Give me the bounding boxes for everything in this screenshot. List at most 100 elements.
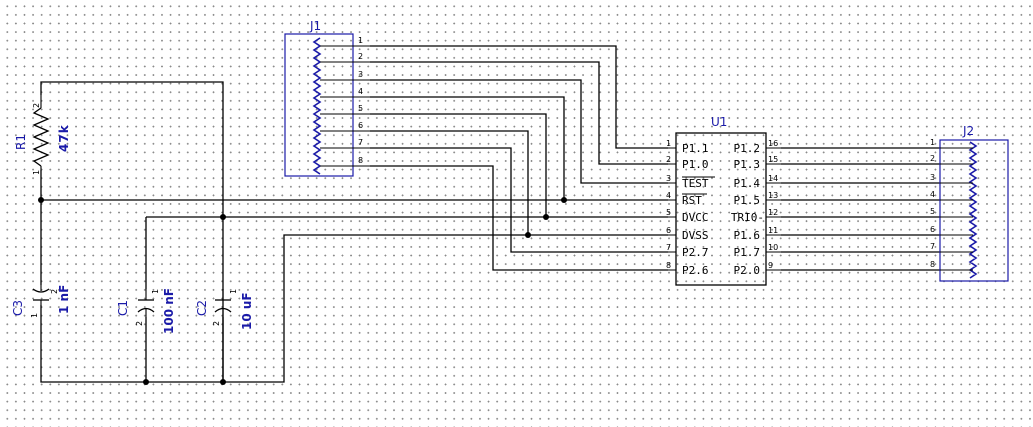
c2-pin-bottom: 2 — [212, 321, 221, 326]
u1-pin-num: 14 — [768, 174, 778, 183]
c2-pin-top: 1 — [229, 289, 238, 294]
junction-dot — [543, 214, 549, 220]
u1-pin-num: 6 — [666, 226, 671, 235]
u1-pin-num: 2 — [666, 155, 671, 164]
u1-pin-name: P2.6 — [682, 264, 709, 277]
c1-pin-top: 1 — [151, 289, 160, 294]
u1-pin-num: 7 — [666, 243, 671, 252]
ic-u1[interactable]: U1 1 2 3 4 5 6 7 8 P1.1 P1.0 TEST RST DV… — [660, 115, 781, 286]
u1-pin-name: P2.7 — [682, 246, 709, 259]
u1-pin-name: P1.2 — [734, 142, 761, 155]
u1-pin-num: 4 — [666, 191, 671, 200]
j2-pin-num: 5 — [930, 207, 935, 216]
u1-pin-num: 16 — [768, 139, 778, 148]
u1-ref: U1 — [711, 115, 727, 129]
u1-pin-num: 9 — [768, 261, 773, 270]
capacitor-c2[interactable]: 1 2 C2 10 uF — [195, 289, 254, 330]
u1-pin-num: 13 — [768, 191, 778, 200]
connector-j1[interactable]: J1 1 2 3 4 5 6 7 8 — [284, 19, 370, 177]
junction-dot — [561, 197, 567, 203]
j2-pin-num: 7 — [930, 242, 935, 251]
wire-j1-6 — [370, 130, 529, 235]
j2-pin-num: 1 — [930, 138, 935, 147]
c3-value: 1 nF — [57, 285, 71, 314]
j2-pins — [940, 147, 973, 271]
wires — [40, 45, 940, 383]
r1-pin-bottom: 1 — [32, 170, 41, 175]
j1-zigzag — [312, 37, 322, 175]
wire-j1-5 — [370, 113, 547, 217]
u1-pin-num: 15 — [768, 155, 778, 164]
j1-pin-num: 6 — [358, 121, 363, 130]
junction-dot — [220, 214, 226, 220]
r1-value: 47k — [57, 124, 71, 152]
j2-ref: J2 — [962, 124, 974, 138]
u1-body — [675, 132, 767, 286]
u1-pin-name: P1.0 — [682, 158, 709, 171]
capacitor-c1[interactable]: 1 2 C1 100 nF — [116, 288, 176, 334]
u1-pin-num: 1 — [666, 139, 671, 148]
junction-dot — [143, 379, 149, 385]
j1-pin-num: 5 — [358, 104, 363, 113]
u1-pin-name: P1.1 — [682, 142, 709, 155]
j2-zigzag — [968, 141, 978, 279]
j1-pin-num: 2 — [358, 52, 363, 61]
wire-j1-7 — [370, 147, 668, 253]
u1-pin-name: TEST — [682, 177, 709, 190]
r1-pin-top: 2 — [32, 103, 41, 108]
j1-pin-num: 4 — [358, 87, 363, 96]
c3-pin-bottom: 1 — [30, 313, 39, 318]
j1-pin-num: 7 — [358, 138, 363, 147]
wire-j1-2 — [370, 61, 668, 165]
wire-r1-top — [40, 81, 224, 382]
c2-value: 10 uF — [240, 292, 254, 330]
u1-pin-num: 11 — [768, 226, 778, 235]
u1-pin-name: P2.0 — [734, 264, 761, 277]
u1-pin-num: 10 — [768, 243, 778, 252]
j2-pin-num: 3 — [930, 173, 935, 182]
c3-pin-top: 2 — [50, 289, 59, 294]
u1-pin-name: TRI0- — [731, 211, 764, 224]
wire-rst-net — [40, 170, 668, 285]
u1-right-pins — [766, 147, 781, 271]
c1-ref: C1 — [116, 300, 130, 316]
u1-pin-name: P1.3 — [734, 158, 761, 171]
c1-pin-bottom: 2 — [135, 321, 144, 326]
wire-j1-4 — [370, 96, 565, 200]
r1-ref: R1 — [14, 134, 28, 150]
u1-pin-name: DVCC — [682, 211, 709, 224]
j1-pin-num: 1 — [358, 36, 363, 45]
u1-pin-name: RST — [682, 194, 702, 207]
connector-j2[interactable]: J2 1 2 3 4 5 6 7 8 — [930, 124, 1009, 282]
u1-pin-name: P1.4 — [734, 177, 761, 190]
junction-dot — [220, 379, 226, 385]
j1-pin-num: 8 — [358, 156, 363, 165]
u1-pin-num: 5 — [666, 208, 671, 217]
wire-j1-1 — [370, 45, 668, 149]
u1-pin-num: 12 — [768, 208, 778, 217]
c1-value: 100 nF — [162, 288, 176, 334]
u1-pin-name: P1.7 — [734, 246, 761, 259]
u1-pin-name: DVSS — [682, 229, 709, 242]
resistor-r1[interactable]: 2 1 R1 47k — [14, 95, 71, 175]
c3-ref: C3 — [11, 300, 25, 316]
r1-zigzag — [32, 107, 50, 167]
j2-pin-num: 2 — [930, 154, 935, 163]
u1-pin-num: 3 — [666, 174, 671, 183]
j2-pin-num: 4 — [930, 190, 935, 199]
u1-pin-name: P1.6 — [734, 229, 761, 242]
junctions — [38, 197, 567, 385]
junction-dot — [525, 232, 531, 238]
j2-body — [939, 139, 1009, 282]
j1-body — [284, 33, 354, 177]
c1-plate-bottom — [137, 307, 155, 313]
capacitor-c3[interactable]: 2 1 C3 1 nF — [11, 285, 71, 318]
u1-left-pins — [660, 147, 676, 271]
j2-pin-num: 6 — [930, 225, 935, 234]
wire-j1-8 — [370, 165, 668, 271]
wire-gnd-bottom — [40, 234, 668, 383]
junction-dot — [38, 197, 44, 203]
wire-j1-3 — [370, 79, 668, 184]
j1-ref: J1 — [309, 19, 321, 33]
